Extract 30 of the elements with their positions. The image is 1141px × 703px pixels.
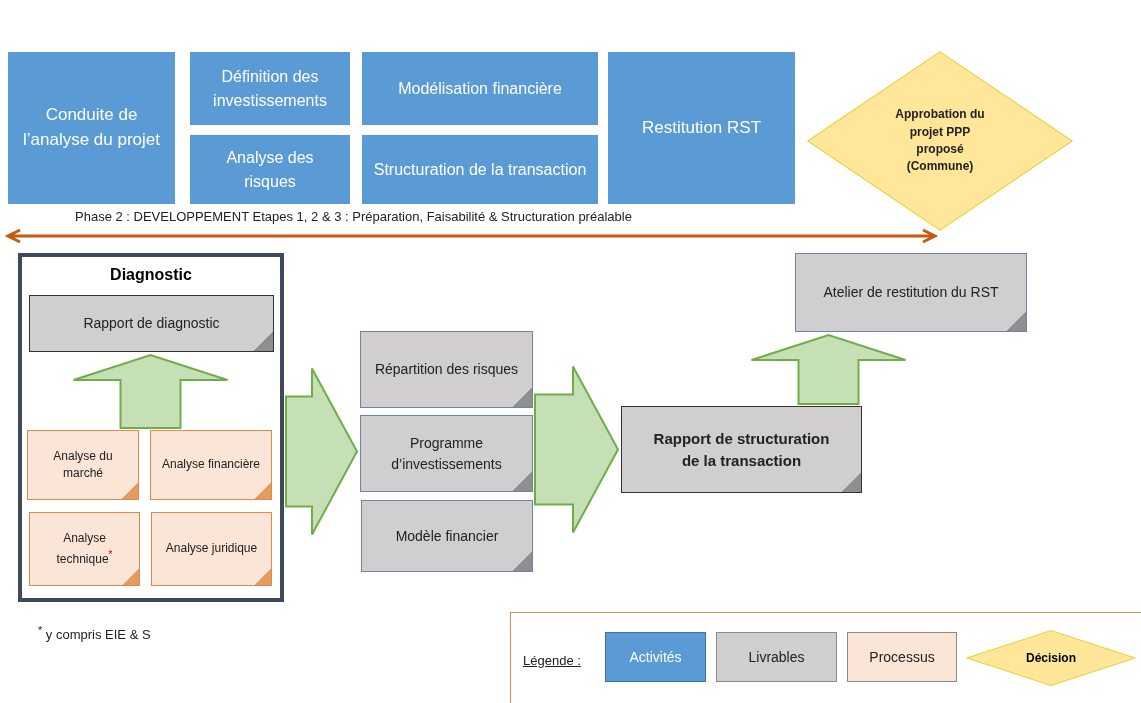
deliverable-card: Programme d’investissements — [360, 415, 533, 492]
block-arrow — [72, 353, 229, 429]
block-arrow — [534, 365, 620, 534]
decision-diamond: Approbation du projet PPP proposé (Commune) — [805, 50, 1075, 232]
activity-box: Modélisation financière — [362, 52, 598, 125]
activity-box: Restitution RST — [608, 52, 795, 204]
legend-key: Décision — [965, 630, 1137, 686]
block-arrow — [750, 333, 907, 405]
activity-box: Définition des investissements — [190, 52, 350, 125]
legend-key: Activités — [605, 632, 706, 682]
legend-heading: Légende : — [523, 653, 581, 668]
deliverable-card: Modèle financier — [361, 500, 533, 572]
deliverable-card: Rapport de structuration de la transaction — [621, 406, 862, 493]
deliverable-card: Répartition des risques — [360, 331, 533, 408]
diagnostic-panel — [18, 253, 284, 602]
legend-key: Livrables — [716, 632, 837, 682]
activity-box: Structuration de la transaction — [362, 135, 598, 204]
activity-box: Conduite de l’analyse du projet — [8, 52, 175, 204]
activity-box: Analyse des risques — [190, 135, 350, 204]
footnote: $^{*}$ y compris EIE & S — [38, 624, 151, 643]
phase-caption: Phase 2 : DEVELOPPEMENT Etapes 1, 2 & 3 : Préparation, Faisabilité & Structuration préalable — [75, 209, 632, 224]
process-card: Analyse juridique — [151, 512, 272, 586]
process-card: Analyse du marché — [27, 430, 139, 500]
process-card: Analyse financière — [150, 430, 272, 500]
deliverable-card: Rapport de diagnostic — [29, 295, 274, 352]
panel-title: Diagnostic — [109, 265, 193, 285]
deliverable-card: Atelier de restitution du RST — [795, 253, 1027, 332]
legend-key: Processus — [847, 632, 957, 682]
block-arrow — [285, 367, 359, 536]
process-card: Analyse technique$^{*}$ — [29, 512, 140, 586]
